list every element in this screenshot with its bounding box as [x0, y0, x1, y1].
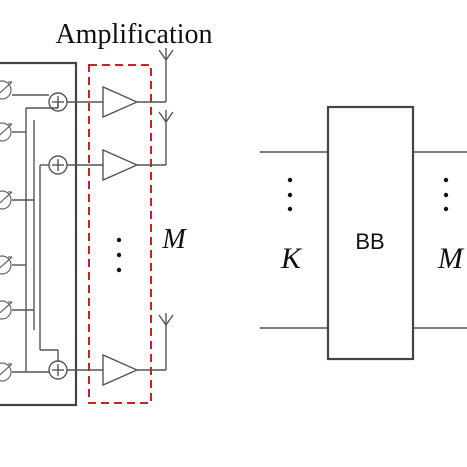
phase-shifter-icons: [0, 80, 13, 382]
antenna-m-icon: [158, 313, 174, 326]
amplifier-m-icon: [102, 353, 139, 387]
antenna-2-icon: [158, 110, 174, 123]
baseband-diagram: K BB M: [260, 105, 467, 361]
antenna-1-icon: [158, 48, 174, 61]
bb-box: [326, 105, 415, 361]
phase-shifter-network: [0, 61, 103, 407]
antennas: [158, 48, 174, 326]
output-ellipsis: [443, 177, 449, 212]
amplifier-2-icon: [102, 148, 139, 182]
amplifier-1-icon: [102, 85, 139, 119]
antenna-feeds: [137, 60, 167, 371]
adder-outputs: [67, 101, 103, 371]
adder-icons: [48, 92, 68, 380]
amplification-dashed-box: [88, 64, 152, 404]
amplifier-ellipsis: [116, 237, 122, 273]
bb-label: BB: [355, 229, 384, 254]
amplifiers: [102, 85, 139, 387]
input-ellipsis: [287, 177, 293, 212]
phase-shifter-box: [0, 61, 78, 407]
m-label-right: M: [437, 242, 465, 275]
k-label: K: [280, 242, 303, 275]
precoder-wiring: [12, 94, 59, 373]
amplification-label: Amplification: [55, 19, 212, 50]
m-label-left: M: [161, 224, 187, 255]
